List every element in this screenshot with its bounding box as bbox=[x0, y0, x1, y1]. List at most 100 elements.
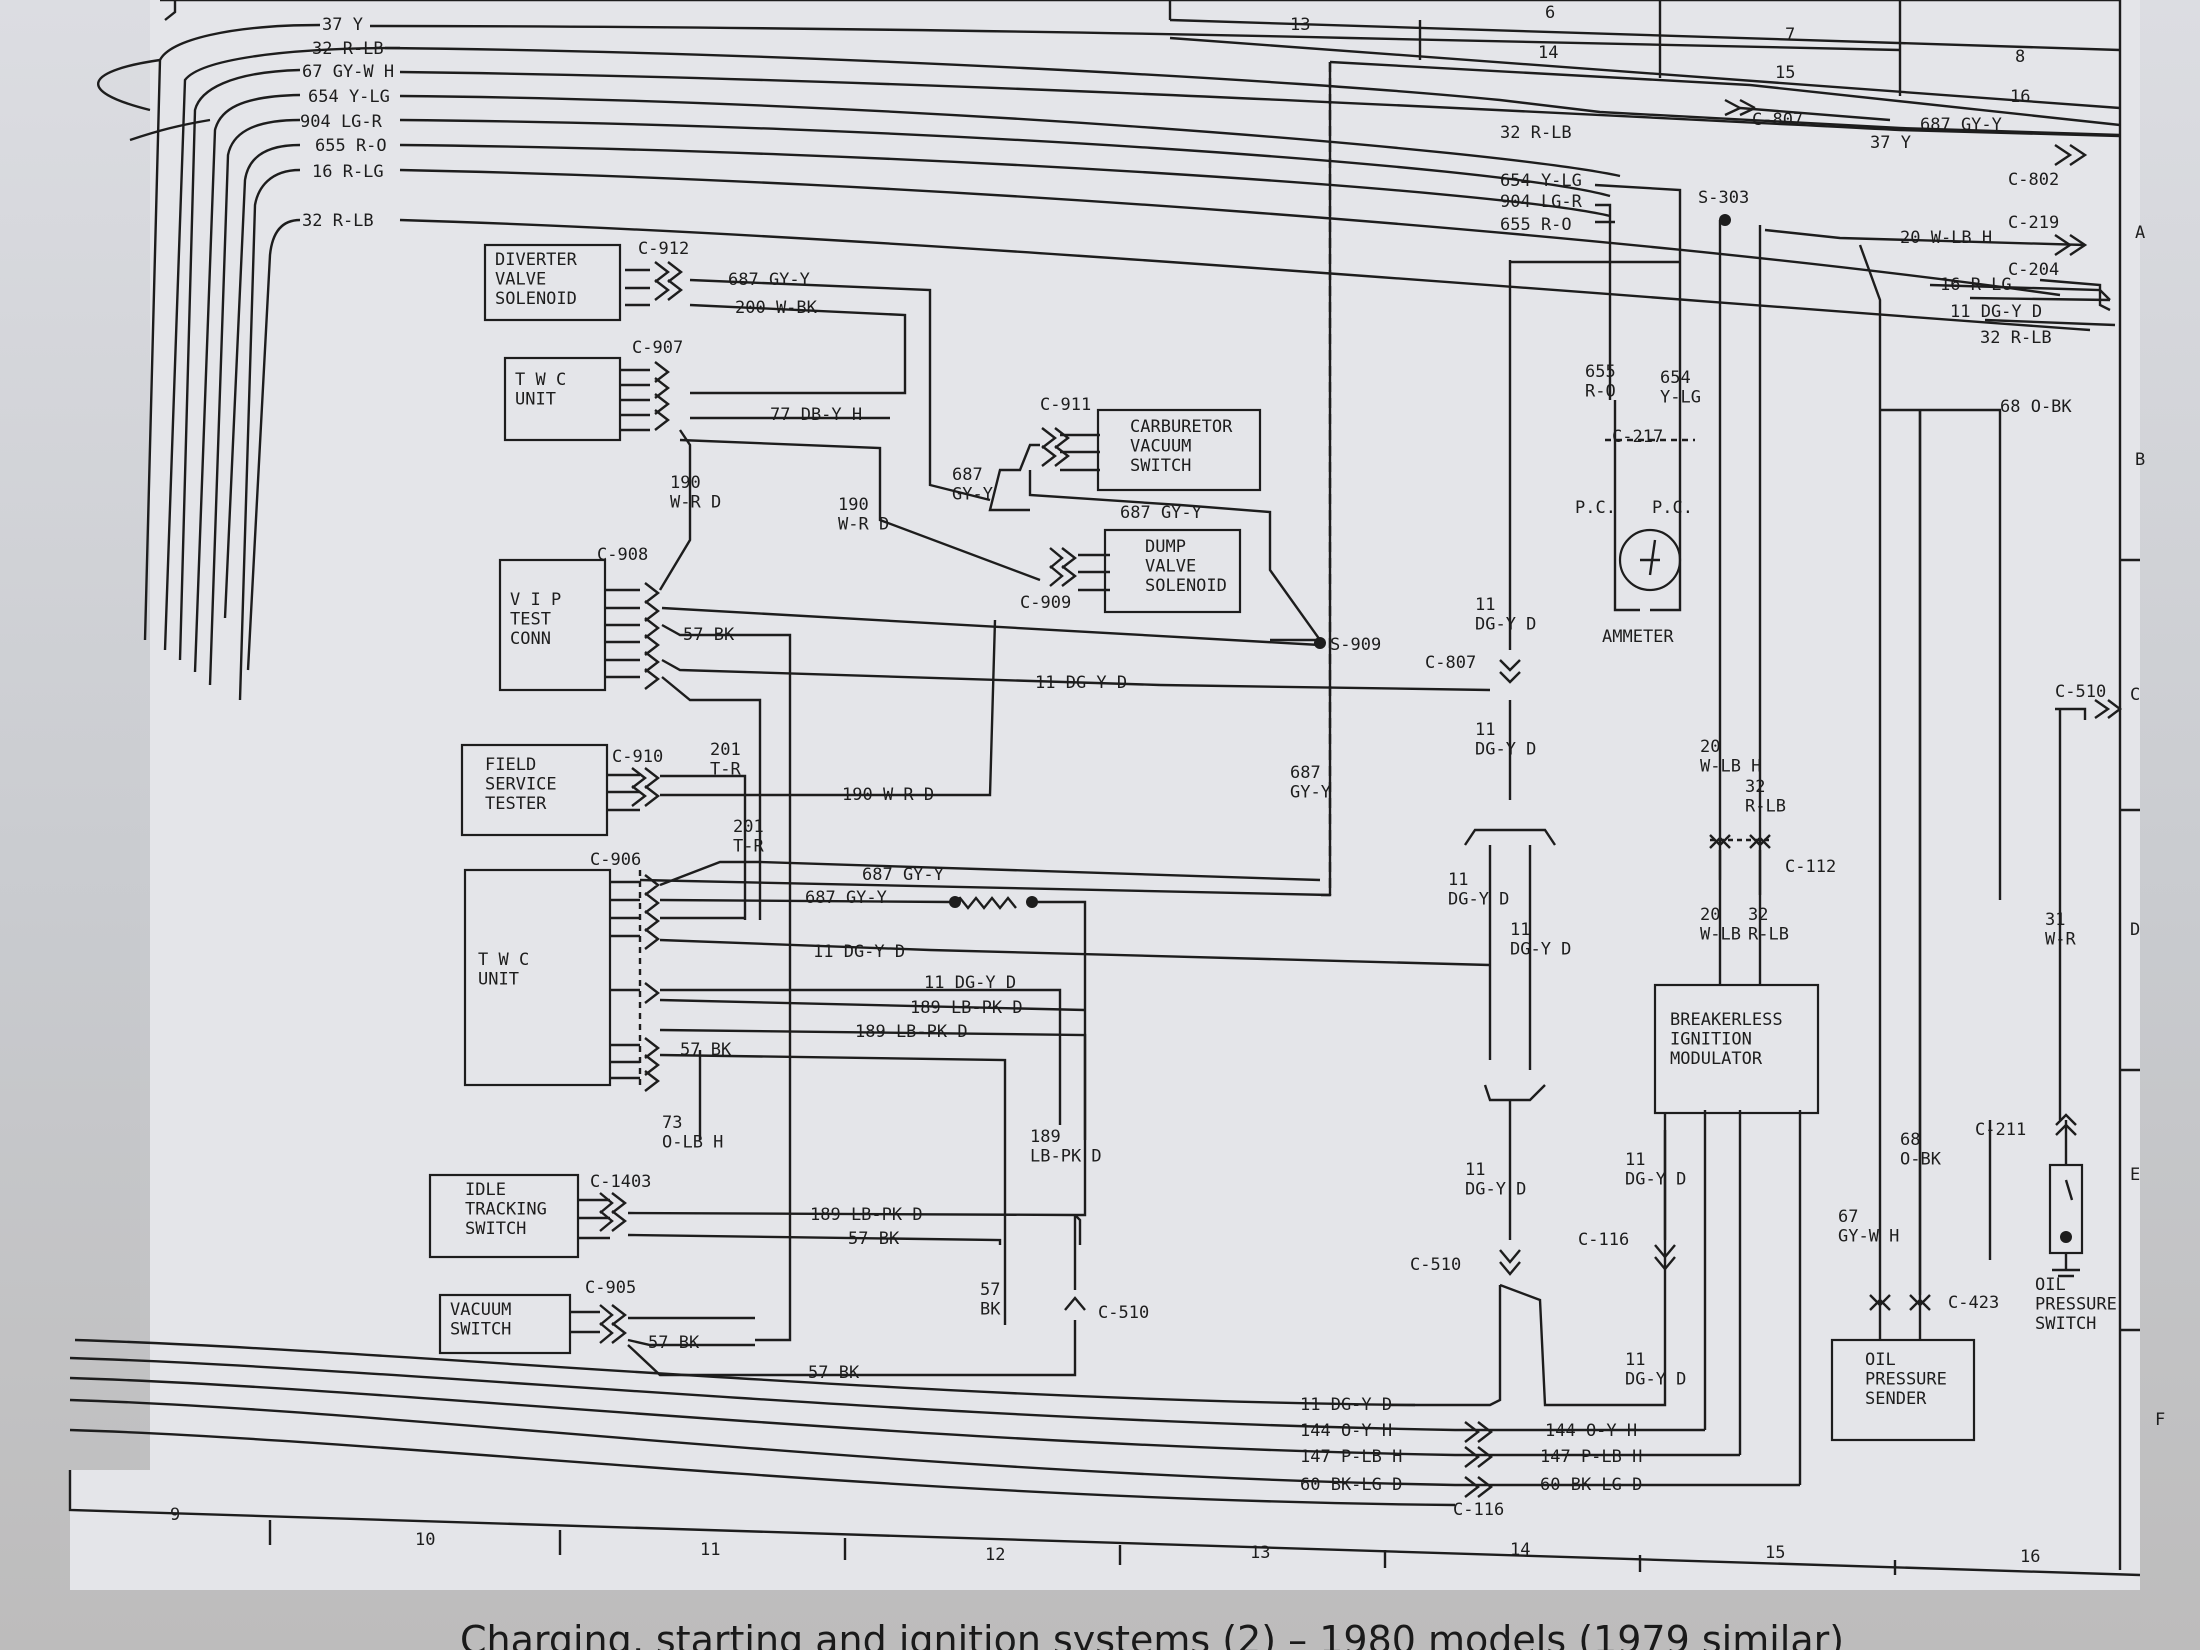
left-wire-label: 32 R-LB bbox=[302, 211, 374, 231]
wire-label: 68 O-BK bbox=[2000, 397, 2072, 417]
bottom-labels: 11 DG-Y D 144 O-Y H 147 P-LB H 60 BK-LG … bbox=[1300, 1395, 1642, 1520]
wire-label: 32 R-LB bbox=[1500, 123, 1572, 143]
wire-label: 20 W-LB H bbox=[1900, 228, 1992, 248]
idle-switch-box bbox=[428, 1173, 580, 1259]
misc-connector-labels: C-807 S-303 C-217 C-802 C-219 C-204 bbox=[1612, 110, 2059, 447]
switch-contact bbox=[2060, 1231, 2072, 1243]
grid-number: 16 bbox=[2010, 87, 2030, 107]
wire-label: 11 DG-Y D bbox=[813, 942, 905, 962]
wire-label: 11 DG-Y D bbox=[1950, 302, 2042, 322]
grid-number: 14 bbox=[1510, 1540, 1530, 1560]
connector-label: C-112 bbox=[1785, 857, 1836, 877]
wire-label: 655 R-O bbox=[1500, 215, 1572, 235]
grid-number: 12 bbox=[985, 1545, 1005, 1565]
connector-label: C-911 bbox=[1040, 395, 1091, 415]
connector-label: C-906 bbox=[590, 850, 641, 870]
wire-label: 144 O-Y H bbox=[1545, 1421, 1637, 1441]
grid-frame bbox=[68, 0, 2141, 1577]
wire-label: 189 LB-PK D bbox=[810, 1205, 923, 1225]
wire-label: 16 R-LG bbox=[1940, 275, 2012, 295]
left-wire-label: 904 LG-R bbox=[300, 112, 383, 132]
grid-number: 11 bbox=[700, 1540, 720, 1560]
paper-sheet bbox=[70, 0, 2140, 1590]
connector-label: C-219 bbox=[2008, 213, 2059, 233]
connector-label: C-211 bbox=[1975, 1120, 2026, 1140]
grid-number: 6 bbox=[1545, 3, 1555, 23]
splice-dot bbox=[1314, 637, 1326, 649]
wire-label: 57 BK bbox=[683, 625, 735, 645]
right-top-labels: 32 R-LB 654 Y-LG 904 LG-R 655 R-O 687 GY… bbox=[1500, 115, 2072, 518]
grid-letter: E bbox=[2130, 1165, 2140, 1185]
modulator-box bbox=[1653, 983, 1820, 1115]
connector-label: C-802 bbox=[2008, 170, 2059, 190]
left-wire-label: 16 R-LG bbox=[312, 162, 384, 182]
center-bus bbox=[639, 62, 1332, 897]
wire-label: 687 GY-Y bbox=[862, 865, 944, 885]
connector-label: C-907 bbox=[632, 338, 683, 358]
wire-label: 687 GY-Y bbox=[1920, 115, 2002, 135]
ammeter-icon bbox=[1618, 528, 1682, 592]
ammeter-label: AMMETER bbox=[1602, 627, 1674, 647]
left-wire-label: 32 R-LB bbox=[312, 39, 384, 59]
figure-caption: Charging, starting and ignition systems … bbox=[460, 1618, 1845, 1650]
grid-number: 7 bbox=[1785, 25, 1795, 45]
connector-label: C-423 bbox=[1948, 1293, 1999, 1313]
splice-label: S-909 bbox=[1330, 635, 1381, 655]
left-wire-label: 37 Y bbox=[322, 15, 363, 35]
grid-number: 10 bbox=[415, 1530, 435, 1550]
connector-label: C-909 bbox=[1020, 593, 1071, 613]
wire-label: 687 GY-Y bbox=[1120, 503, 1202, 523]
grid-number: 15 bbox=[1765, 1543, 1785, 1563]
connector-label: C-807 bbox=[1752, 110, 1803, 130]
connector-label: C-510 bbox=[1098, 1303, 1149, 1323]
grid-number: 14 bbox=[1538, 43, 1558, 63]
oil-sender-box bbox=[1830, 1338, 1976, 1442]
left-harness bbox=[97, 0, 401, 701]
middle-dg-path bbox=[1159, 260, 1680, 1407]
connector-label: C-1403 bbox=[590, 1172, 651, 1192]
grid-number: 13 bbox=[1250, 1543, 1270, 1563]
vacuum-switch-box bbox=[438, 1293, 572, 1355]
top-harness-lines bbox=[369, 24, 2121, 332]
grid-letter: D bbox=[2130, 920, 2140, 940]
wire-label: 687 GY-Y bbox=[728, 270, 810, 290]
wire-label: 77 DB-Y H bbox=[770, 405, 862, 425]
left-wire-labels: 37 Y 32 R-LB 67 GY-W H 654 Y-LG 904 LG-R… bbox=[300, 15, 394, 231]
grid-number: 15 bbox=[1775, 63, 1795, 83]
connector-label: C-217 bbox=[1612, 427, 1663, 447]
wire-label: 11 DG-Y D bbox=[924, 973, 1016, 993]
wire-label: 60 BK-LG D bbox=[1300, 1475, 1402, 1495]
